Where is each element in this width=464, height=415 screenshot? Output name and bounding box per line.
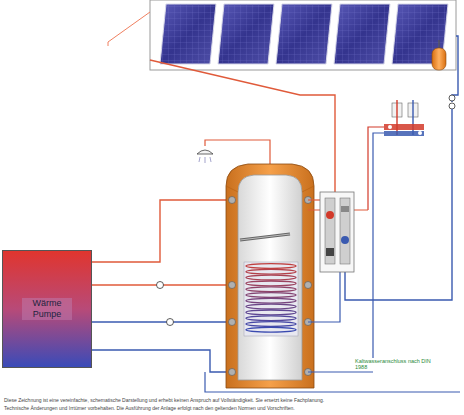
coil-winding xyxy=(246,293,296,298)
heat-pump-box: Wärme Pumpe xyxy=(2,250,92,368)
coil-winding xyxy=(246,327,296,332)
panel-grid xyxy=(218,4,274,64)
solar-panel xyxy=(218,4,274,64)
coil-winding xyxy=(246,264,296,269)
fine-print: Technische Änderungen und Irrtümer vorbe… xyxy=(4,406,460,412)
fine-print: Diese Zeichnung ist eine vereinfachte, s… xyxy=(4,398,460,404)
coil-winding xyxy=(246,287,296,292)
panel-grid xyxy=(276,4,332,64)
coil-winding xyxy=(246,322,296,327)
solar-panel xyxy=(334,4,390,64)
coil-winding xyxy=(246,304,296,309)
connection-note: Kaltwasseranschluss nach DIN 1988 xyxy=(355,358,435,371)
solar-panel xyxy=(160,4,216,64)
node-label: Wärme Pumpe xyxy=(22,298,72,320)
panel-grid xyxy=(334,4,390,64)
solar-panel xyxy=(276,4,332,64)
panel-grid xyxy=(160,4,216,64)
coil-winding xyxy=(246,269,296,274)
coil-winding xyxy=(246,316,296,321)
coil-winding xyxy=(246,281,296,286)
coil-winding xyxy=(246,298,296,303)
coil-winding xyxy=(246,275,296,280)
coil-winding xyxy=(246,310,296,315)
